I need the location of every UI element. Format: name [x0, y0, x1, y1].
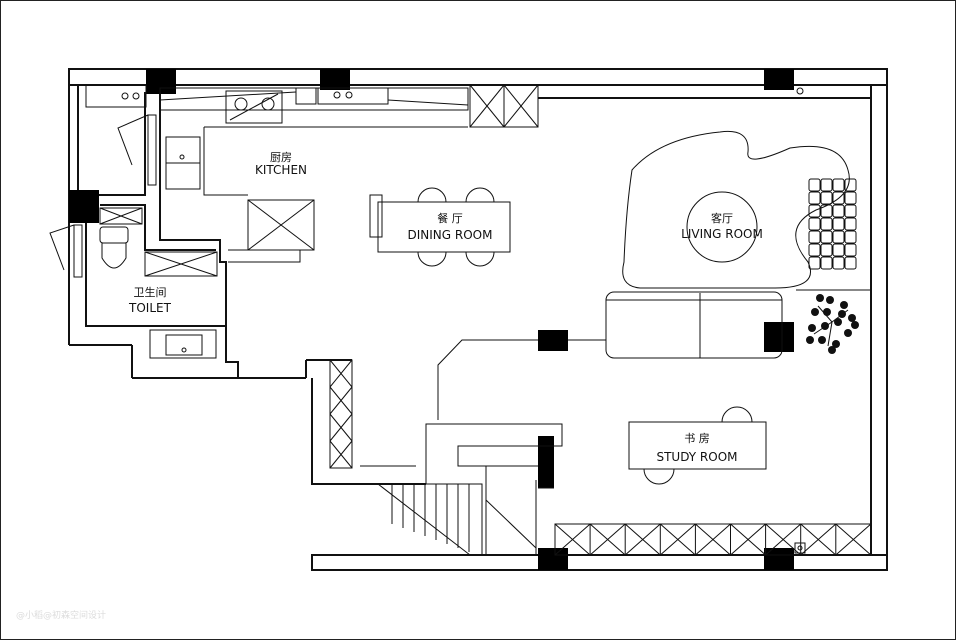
dining-table: [377, 201, 511, 253]
interior-walls: [85, 90, 871, 485]
bookshelf: [554, 523, 872, 556]
study-label-en: STUDY ROOM: [656, 450, 737, 464]
toilet-label-zh: 卫生间: [134, 285, 167, 299]
kitchen-cabinet: [469, 84, 539, 128]
living-furniture: [605, 130, 859, 359]
toilet-fixtures: [99, 207, 218, 359]
kitchen-label-zh: 厨房: [270, 151, 292, 164]
watermark: @小稻@初森空间设计: [16, 609, 106, 621]
study-label-zh: 书 房: [684, 432, 710, 445]
living-label-en: LIVING ROOM: [681, 227, 763, 241]
rug-outline: [622, 130, 850, 289]
study-desk: [628, 421, 767, 470]
plant-icon: [806, 294, 859, 354]
study-furniture: [554, 406, 872, 556]
exterior-walls: [68, 68, 888, 571]
dining-label-en: DINING ROOM: [408, 228, 493, 242]
staircase: [329, 359, 563, 556]
dining-label-zh: 餐 厅: [437, 211, 463, 225]
structural-columns: [69, 69, 794, 570]
kitchen-label-en: KITCHEN: [255, 163, 307, 177]
outlet-icons: [794, 87, 806, 554]
armchair-icon: [808, 178, 857, 270]
toilet-label-en: TOILET: [128, 301, 172, 315]
doors: [49, 114, 157, 278]
living-label-zh: 客厅: [711, 211, 733, 225]
wc-icon: [99, 226, 129, 244]
coffee-table: [686, 191, 758, 263]
basin-icon: [149, 329, 217, 359]
stove-icon: [225, 90, 283, 124]
fridge-icon: [247, 199, 315, 251]
sofa-icon: [605, 291, 783, 359]
dining-furniture: [369, 187, 511, 267]
kitchen-fixtures: [85, 84, 539, 251]
